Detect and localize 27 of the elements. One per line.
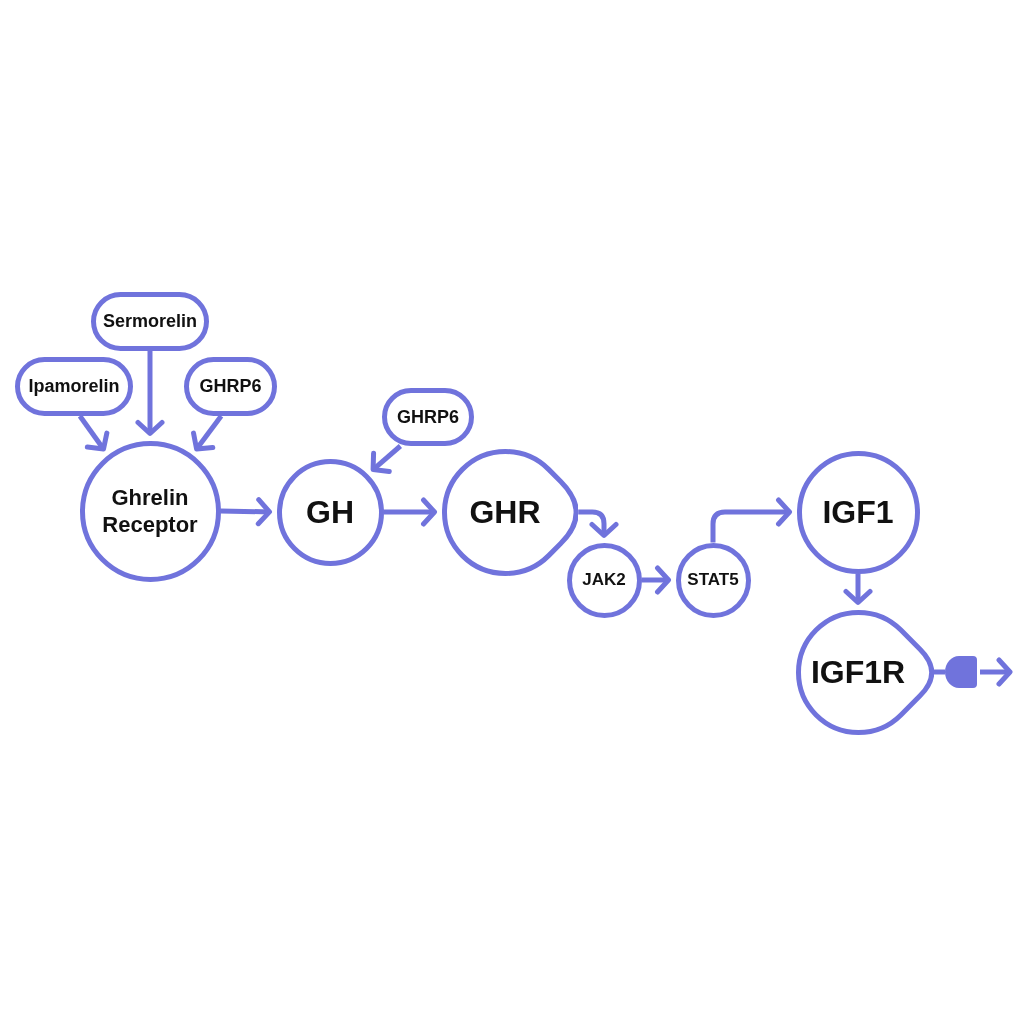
node-label: Sermorelin bbox=[102, 310, 197, 333]
node-label: GHR bbox=[468, 493, 542, 532]
node-label: IGF1R bbox=[809, 653, 907, 692]
arrow bbox=[191, 414, 224, 452]
node-label: GH bbox=[306, 493, 354, 532]
node-label: Ipamorelin bbox=[28, 375, 120, 398]
plug-icon bbox=[945, 656, 977, 688]
receptor-shape bbox=[795, 609, 934, 735]
connector-line bbox=[933, 669, 945, 675]
node-label: GHRP6 bbox=[199, 375, 262, 398]
arrow bbox=[77, 414, 110, 452]
arrow bbox=[383, 497, 437, 527]
arrow bbox=[578, 509, 619, 538]
arrow bbox=[980, 657, 1013, 687]
node-label: GHRP6 bbox=[397, 405, 459, 429]
arrow bbox=[220, 497, 272, 527]
arrow bbox=[135, 351, 165, 436]
arrow bbox=[710, 497, 792, 543]
peptide-pill bbox=[382, 388, 474, 446]
receptor-shape bbox=[441, 448, 579, 576]
arrow bbox=[641, 565, 671, 595]
node-label: Ghrelin Receptor bbox=[101, 483, 199, 539]
node-label: IGF1 bbox=[822, 493, 894, 532]
node-label: JAK2 bbox=[582, 569, 626, 591]
arrow bbox=[843, 573, 873, 605]
arrow bbox=[370, 444, 403, 474]
node-label: STAT5 bbox=[687, 569, 739, 591]
